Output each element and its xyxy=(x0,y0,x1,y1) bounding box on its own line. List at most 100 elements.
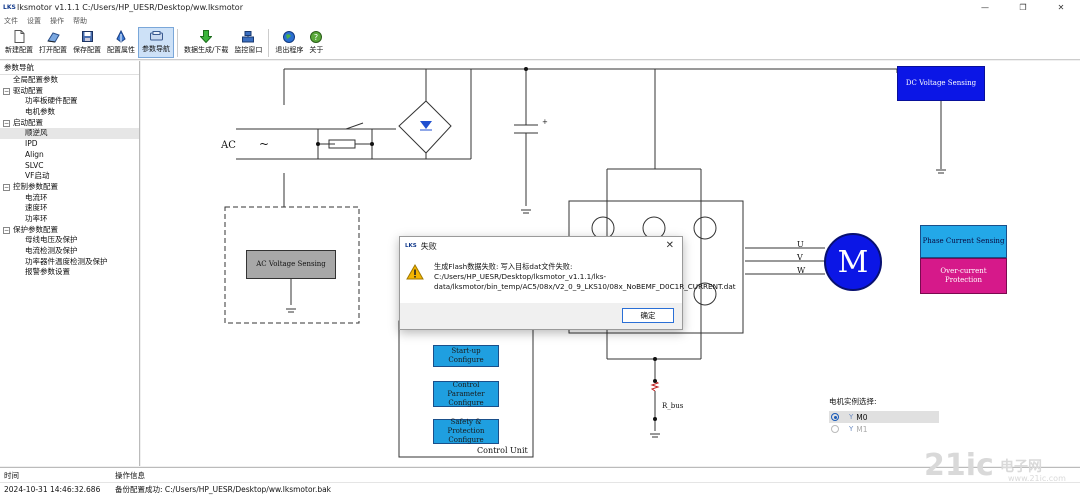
instance-m1-radio[interactable]: Y M1 xyxy=(829,423,939,435)
control-parameter-configure-button[interactable]: Control Parameter Configure xyxy=(433,381,499,407)
ac-voltage-sensing-block[interactable]: AC Voltage Sensing xyxy=(246,250,336,279)
title-bar: LKS lksmotor v1.1.1 C:/Users/HP_UESR/Des… xyxy=(0,0,1080,14)
startup-configure-button[interactable]: Start-up Configure xyxy=(433,345,499,367)
exit-button[interactable]: 退出程序 xyxy=(272,27,306,58)
log-col-time: 时间 xyxy=(4,470,19,480)
dialog-title-bar: LKS 失败 ✕ xyxy=(400,237,682,255)
tree-group-control[interactable]: −控制参数配置 xyxy=(3,181,58,191)
tree-item-current-detect[interactable]: 电流检测及保护 xyxy=(25,246,78,255)
collapse-icon[interactable]: − xyxy=(3,183,10,191)
menu-help[interactable]: 帮助 xyxy=(73,16,87,25)
tree-group-protect[interactable]: −保护参数配置 xyxy=(3,224,58,234)
log-time: 2024-10-31 14:46:32.686 xyxy=(4,484,101,494)
tree-item-vf[interactable]: VF启动 xyxy=(25,171,50,181)
log-header: 时间 操作信息 xyxy=(0,468,1080,483)
tree-item-downwind[interactable]: 顺逆风 xyxy=(0,128,139,140)
dialog-close-icon[interactable]: ✕ xyxy=(665,240,674,251)
tree-item-motor-params[interactable]: 电机参数 xyxy=(25,107,55,117)
tree-item-current-loop[interactable]: 电流环 xyxy=(25,192,48,202)
warning-icon xyxy=(406,264,424,280)
motor-icon: M xyxy=(824,233,882,291)
log-col-info: 操作信息 xyxy=(115,470,145,480)
dialog-body: 生成Flash数据失败: 写入目标dat文件失败: C:/Users/HP_UE… xyxy=(400,255,736,305)
watermark-text: 电子网 xyxy=(1000,459,1042,475)
tree-item-ipd[interactable]: IPD xyxy=(25,139,38,149)
tree-item-align[interactable]: Align xyxy=(25,149,44,159)
control-unit-label: Control Unit xyxy=(477,446,528,455)
config-props-button[interactable]: 配置属性 xyxy=(104,27,138,58)
radio-unchecked-icon xyxy=(831,425,839,433)
log-info: 备份配置成功: C:/Users/HP_UESR/Desktop/ww.lksm… xyxy=(115,484,332,494)
system-diagram: AC ~ + DC Voltage Sensing AC Voltage Sen… xyxy=(141,61,1080,466)
error-dialog: LKS 失败 ✕ 生成Flash数据失败: 写入目标dat文件失败: C:/Us… xyxy=(399,236,736,330)
r-bus-label: R_bus xyxy=(662,402,684,410)
toolbar-separator xyxy=(268,29,270,57)
tree-header: 参数导航 xyxy=(0,61,139,75)
instance-icon: Y xyxy=(849,425,854,433)
dc-voltage-sensing-block[interactable]: DC Voltage Sensing xyxy=(897,66,985,101)
watermark-url: www.21ic.com xyxy=(1008,474,1066,483)
param-nav-tree: 参数导航 全局配置参数 −驱动配置 功率板硬件配置 电机参数 −启动配置 顺逆风… xyxy=(0,61,140,466)
log-row[interactable]: 2024-10-31 14:46:32.686 备份配置成功: C:/Users… xyxy=(0,483,1080,495)
dialog-logo-icon: LKS xyxy=(405,243,417,249)
collapse-icon[interactable]: − xyxy=(3,119,10,127)
minimize-button[interactable]: — xyxy=(981,2,989,12)
data-gen-button[interactable]: 数据生成/下载 xyxy=(181,27,231,58)
menu-operation[interactable]: 操作 xyxy=(50,16,64,25)
tree-group-startup[interactable]: −启动配置 xyxy=(3,117,43,127)
tree-item-global[interactable]: 全局配置参数 xyxy=(13,75,58,84)
dialog-message: 生成Flash数据失败: 写入目标dat文件失败: C:/Users/HP_UE… xyxy=(434,262,736,291)
help-icon: ? xyxy=(310,30,323,43)
watermark-logo: 21ic xyxy=(924,448,994,483)
tree-group-drive[interactable]: −驱动配置 xyxy=(3,85,43,95)
restore-button[interactable]: ❐ xyxy=(1019,2,1027,12)
tree-item-speed-loop[interactable]: 速度环 xyxy=(25,203,48,213)
new-file-icon xyxy=(13,30,26,43)
safety-protection-configure-button[interactable]: Safety & Protection Configure xyxy=(433,418,499,444)
menu-bar: 文件 设置 操作 帮助 xyxy=(0,14,1080,27)
operation-log: 时间 操作信息 2024-10-31 14:46:32.686 备份配置成功: … xyxy=(0,467,1080,499)
ac-label: AC xyxy=(221,140,236,151)
instance-m0-radio[interactable]: Y M0 xyxy=(829,411,939,423)
toolbar: 新建配置 打开配置 保存配置 配置属性 参数导航 数据生成/下载 监控窗口 xyxy=(0,27,1080,60)
save-disk-icon xyxy=(81,30,94,43)
tree-item-bus-voltage[interactable]: 母线电压及保护 xyxy=(25,235,78,245)
about-button[interactable]: ? 关于 xyxy=(306,27,326,58)
monitor-button[interactable]: 监控窗口 xyxy=(231,27,265,58)
tree-item-power-temp[interactable]: 功率器件温度检测及保护 xyxy=(25,256,108,266)
param-nav-button[interactable]: 参数导航 xyxy=(138,27,174,58)
ok-button[interactable]: 确定 xyxy=(622,308,674,323)
menu-file[interactable]: 文件 xyxy=(4,16,18,25)
instance-title: 电机实例选择: xyxy=(829,397,877,406)
collapse-icon[interactable]: − xyxy=(3,87,10,95)
globe-icon xyxy=(283,30,296,43)
close-button[interactable]: ✕ xyxy=(1057,2,1065,12)
overcurrent-protection-block[interactable]: Over-current Protection xyxy=(920,258,1007,294)
phase-u-label: U xyxy=(797,240,804,249)
ac-source-icon: ~ xyxy=(259,137,270,151)
navigation-icon xyxy=(149,29,163,42)
tree-item-alarm[interactable]: 报警参数设置 xyxy=(25,267,70,277)
tree-item-power-loop[interactable]: 功率环 xyxy=(25,213,48,223)
tree-item-power-board[interactable]: 功率板硬件配置 xyxy=(25,96,78,106)
svg-text:?: ? xyxy=(314,33,318,42)
capacitor-plus-label: + xyxy=(542,118,548,126)
new-config-button[interactable]: 新建配置 xyxy=(2,27,36,58)
dialog-footer: 确定 xyxy=(400,303,682,329)
save-config-button[interactable]: 保存配置 xyxy=(70,27,104,58)
instance-icon: Y xyxy=(849,413,854,421)
monitor-icon xyxy=(242,30,255,43)
phase-w-label: W xyxy=(797,266,806,275)
phase-v-label: V xyxy=(797,253,803,262)
phase-current-sensing-block[interactable]: Phase Current Sensing xyxy=(920,225,1007,258)
collapse-icon[interactable]: − xyxy=(3,226,10,234)
open-book-icon xyxy=(46,30,60,43)
window-title: lksmotor v1.1.1 C:/Users/HP_UESR/Desktop… xyxy=(17,2,243,12)
download-arrow-icon xyxy=(200,30,213,43)
tree-item-slvc[interactable]: SLVC xyxy=(25,160,44,170)
menu-settings[interactable]: 设置 xyxy=(27,16,41,25)
window-controls: — ❐ ✕ xyxy=(966,0,1080,14)
pen-icon xyxy=(115,30,128,43)
open-config-button[interactable]: 打开配置 xyxy=(36,27,70,58)
